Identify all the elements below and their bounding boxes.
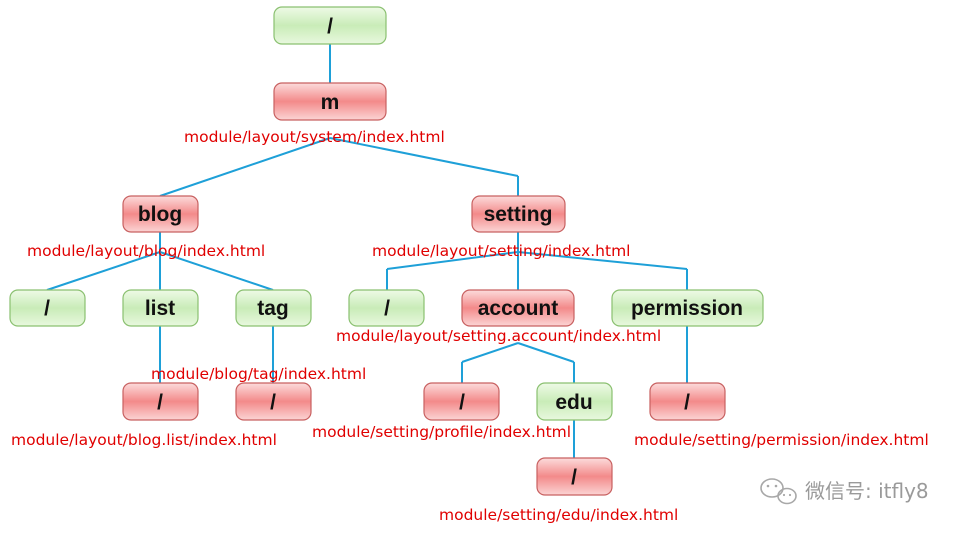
- label-account: module/layout/setting.account/index.html: [336, 327, 661, 345]
- node-tag: tag: [235, 289, 312, 327]
- node-setting-label: setting: [484, 203, 553, 226]
- edge-blog-index: [46, 251, 161, 291]
- label-account-index: module/setting/profile/index.html: [312, 423, 571, 441]
- node-setting-index-label: /: [384, 297, 390, 320]
- node-tag-label: tag: [257, 297, 289, 320]
- node-account-index-label: /: [459, 391, 465, 414]
- node-list-index-label: /: [157, 391, 163, 414]
- node-list-index: /: [122, 382, 199, 421]
- node-blog-label: blog: [138, 203, 182, 226]
- node-list-label: list: [145, 297, 175, 320]
- node-account: account: [461, 289, 575, 327]
- node-setting: setting: [471, 195, 566, 233]
- watermark-text: 微信号: itfly8: [805, 479, 929, 503]
- node-edu: edu: [536, 382, 613, 421]
- edge-account-index: [461, 342, 519, 363]
- node-root: /: [273, 6, 387, 45]
- node-tag-index: /: [235, 382, 312, 421]
- node-blog-index-label: /: [44, 297, 50, 320]
- edge-setting-permission: [517, 251, 688, 270]
- label-permission-index: module/setting/permission/index.html: [634, 431, 929, 449]
- edge-blog-tag: [159, 251, 274, 291]
- node-edu-index-label: /: [571, 466, 577, 489]
- node-list: list: [122, 289, 199, 327]
- edge-setting-index: [386, 251, 519, 270]
- wechat-icon: [760, 478, 797, 505]
- node-permission-label: permission: [631, 297, 743, 320]
- node-blog-index: /: [9, 289, 86, 327]
- node-root-label: /: [327, 15, 333, 38]
- node-account-label: account: [478, 297, 559, 320]
- path-labels: module/layout/system/index.html module/l…: [11, 128, 929, 524]
- label-m: module/layout/system/index.html: [184, 128, 445, 146]
- label-blog: module/layout/blog/index.html: [27, 242, 265, 260]
- label-edu-index: module/setting/edu/index.html: [439, 506, 678, 524]
- edge-m-setting: [329, 137, 519, 177]
- node-edu-label: edu: [555, 391, 592, 414]
- edge-account-edu: [517, 342, 575, 363]
- node-account-index: /: [423, 382, 500, 421]
- node-edu-index: /: [536, 457, 613, 496]
- label-tag: module/blog/tag/index.html: [151, 365, 366, 383]
- node-m: m: [273, 82, 387, 121]
- label-setting: module/layout/setting/index.html: [372, 242, 631, 260]
- label-list-index: module/layout/blog.list/index.html: [11, 431, 277, 449]
- watermark: 微信号: itfly8: [760, 478, 929, 505]
- node-setting-index: /: [348, 289, 425, 327]
- edge-m-blog: [159, 137, 331, 197]
- node-permission-index: /: [649, 382, 726, 421]
- node-tag-index-label: /: [270, 391, 276, 414]
- node-permission-index-label: /: [684, 391, 690, 414]
- node-m-label: m: [321, 91, 340, 114]
- node-permission: permission: [611, 289, 764, 327]
- edges: [46, 44, 688, 458]
- node-blog: blog: [122, 195, 199, 233]
